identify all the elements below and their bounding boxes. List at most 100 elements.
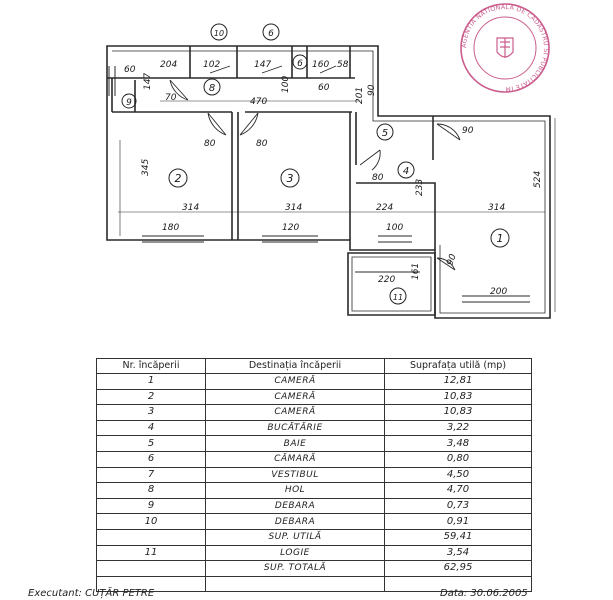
dim-60-logia: 60 <box>318 83 330 93</box>
door-swing-3 <box>239 112 259 136</box>
door-swing-8 <box>169 79 189 101</box>
cell-useful-area: 10,83 <box>384 388 532 406</box>
cell-useful-area: 12,81 <box>384 373 532 390</box>
dim-147-top: 147 <box>254 60 271 70</box>
cell-useful-area: 62,95 <box>384 560 532 577</box>
wall-kitchen <box>356 182 436 250</box>
cell-useful-area: 10,83 <box>384 404 532 421</box>
cell-room-number: 3 <box>96 404 206 421</box>
room-label-6: 6 <box>297 59 303 69</box>
cell-room-number: 7 <box>96 466 206 484</box>
door-swing-7 <box>359 149 381 171</box>
dim-90-top: 90 <box>367 84 377 96</box>
dim-200: 200 <box>490 287 507 297</box>
cell-useful-area: 4,50 <box>384 466 532 484</box>
dim-80-mid: 80 <box>256 139 268 149</box>
cell-room-number: 2 <box>96 388 206 406</box>
table-header-row: Nr. încăperii Destinația încăperii Supra… <box>96 358 532 374</box>
room-label-11: 11 <box>393 293 403 302</box>
header-room-purpose: Destinația încăperii <box>205 358 385 374</box>
dim-58: 58 <box>337 60 349 70</box>
window-3 <box>262 235 318 243</box>
cell-room-purpose <box>205 575 385 593</box>
cell-room-purpose: BUCĂTĂRIE <box>205 419 385 437</box>
room-label-9: 9 <box>126 98 132 108</box>
cell-room-number: 9 <box>96 497 206 515</box>
outer-wall-inner <box>112 50 546 314</box>
dim-80-left: 80 <box>204 139 216 149</box>
dim-470: 470 <box>250 97 267 107</box>
door-swing-2 <box>207 112 227 136</box>
dim-80-kitchen: 80 <box>372 173 384 183</box>
floor-plan-drawing: 1 2 3 4 5 8 9 10 6 6 11 60 204 102 <box>0 0 556 319</box>
dim-224: 224 <box>376 203 393 213</box>
window-left <box>108 66 116 96</box>
dim-180: 180 <box>162 223 179 233</box>
cell-useful-area: 0,91 <box>384 513 532 530</box>
cell-room-purpose: BAIE <box>205 435 385 452</box>
cell-useful-area: 0,73 <box>384 497 532 515</box>
dim-524: 524 <box>533 171 543 188</box>
wall-logia-inner <box>351 256 432 312</box>
cell-useful-area: 4,70 <box>384 482 532 499</box>
cell-room-number: 8 <box>96 482 206 499</box>
door-swing-1 <box>436 123 461 141</box>
dim-201: 201 <box>355 87 365 104</box>
cell-room-number: 5 <box>96 435 206 452</box>
table-row <box>96 575 532 593</box>
dim-70: 70 <box>165 93 177 103</box>
cell-room-purpose: CAMERĂ <box>205 404 385 421</box>
dim-120: 120 <box>282 223 299 233</box>
dim-314-c: 314 <box>488 203 505 213</box>
window-2 <box>142 235 204 243</box>
cell-room-purpose: SUP. TOTALĂ <box>205 560 385 577</box>
door-swing-11 <box>436 257 456 271</box>
dim-147-side: 147 <box>143 73 153 90</box>
cell-room-purpose: HOL <box>205 482 385 499</box>
wall-closet-divider <box>189 46 351 78</box>
header-room-number: Nr. încăperii <box>96 358 206 374</box>
dim-90-right: 90 <box>462 126 474 136</box>
dim-314-b: 314 <box>285 203 302 213</box>
room-label-6-top: 6 <box>268 29 274 39</box>
dim-204: 204 <box>160 60 177 70</box>
outer-wall <box>106 45 551 319</box>
dim-100: 100 <box>281 76 291 93</box>
dim-314-a: 314 <box>182 203 199 213</box>
header-useful-area: Suprafața utilă (mp) <box>384 358 532 374</box>
room-label-10: 10 <box>214 29 224 38</box>
dim-102: 102 <box>203 60 220 70</box>
cell-room-number: 4 <box>96 419 206 437</box>
rooms-table: Nr. încăperii Destinația încăperii Supra… <box>96 358 532 593</box>
cell-room-purpose: CAMERĂ <box>205 388 385 406</box>
room-label-2: 2 <box>175 172 182 185</box>
cell-room-number: 11 <box>96 544 206 562</box>
room-label-3: 3 <box>287 172 294 185</box>
cell-room-number: 10 <box>96 513 206 530</box>
wall-bedroom-divider <box>231 112 239 240</box>
door-swing-closets <box>209 65 337 74</box>
room-label-4: 4 <box>403 166 409 177</box>
cell-useful-area: 59,41 <box>384 528 532 546</box>
wall-closet-9 <box>111 78 136 112</box>
cell-room-number: 1 <box>96 373 206 390</box>
cell-room-purpose: SUP. UTILĂ <box>205 528 385 546</box>
cell-useful-area: 3,22 <box>384 419 532 437</box>
dim-160: 160 <box>312 60 329 70</box>
dim-90-logia: 90 <box>445 253 458 267</box>
cell-useful-area: 3,54 <box>384 544 532 562</box>
cell-useful-area <box>384 575 532 593</box>
dim-161: 161 <box>411 263 421 280</box>
room-label-5: 5 <box>382 128 388 139</box>
